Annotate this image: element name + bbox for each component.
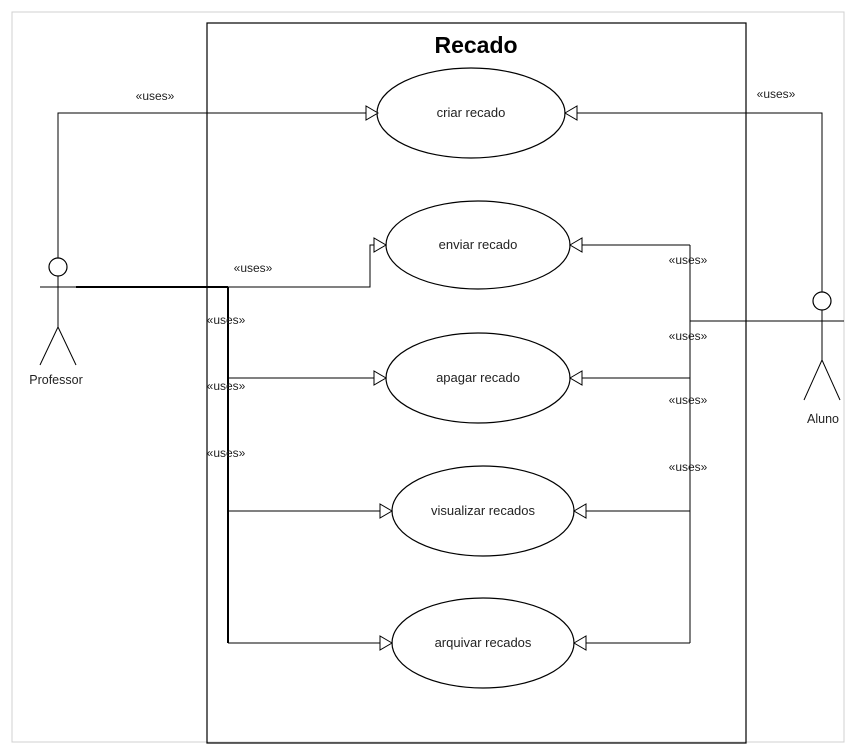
use-case-label: apagar recado <box>436 370 520 385</box>
arrowhead-icon <box>573 635 587 651</box>
relation-label: «uses» <box>207 379 246 393</box>
relation-label: «uses» <box>669 253 708 267</box>
relation-label: «uses» <box>207 313 246 327</box>
actor-head-icon <box>812 291 832 311</box>
relation-label: «uses» <box>136 89 175 103</box>
actor-head-icon <box>48 257 68 277</box>
arrowhead-icon <box>379 635 393 651</box>
relation-label: «uses» <box>234 261 273 275</box>
use-case-apagar-recado[interactable]: apagar recado <box>385 332 571 424</box>
arrowhead-icon <box>365 105 379 121</box>
relation-label: «uses» <box>669 460 708 474</box>
system-boundary <box>206 22 747 744</box>
arrowhead-icon <box>564 105 578 121</box>
use-case-label: arquivar recados <box>435 635 532 650</box>
arrowhead-icon <box>373 370 387 386</box>
actor-label: Aluno <box>807 412 839 426</box>
use-case-criar-recado[interactable]: criar recado <box>376 67 566 159</box>
arrowhead-icon <box>373 237 387 253</box>
professor-connectors <box>57 105 393 651</box>
actor-aluno[interactable]: Aluno <box>803 291 844 426</box>
actor-label: Professor <box>29 373 83 387</box>
aluno-connectors <box>564 105 823 651</box>
relation-label: «uses» <box>757 87 796 101</box>
relation-label: «uses» <box>669 393 708 407</box>
arrowhead-icon <box>569 237 583 253</box>
use-case-label: enviar recado <box>439 237 518 252</box>
actor-professor[interactable]: Professor <box>29 257 83 387</box>
arrowhead-icon <box>573 503 587 519</box>
relation-label: «uses» <box>669 329 708 343</box>
relation-label: «uses» <box>207 446 246 460</box>
use-case-label: criar recado <box>437 105 506 120</box>
use-case-label: visualizar recados <box>431 503 536 518</box>
system-title: Recado <box>434 32 517 58</box>
arrowhead-icon <box>379 503 393 519</box>
use-case-arquivar-recados[interactable]: arquivar recados <box>391 597 575 689</box>
use-case-visualizar-recados[interactable]: visualizar recados <box>391 465 575 557</box>
use-case-enviar-recado[interactable]: enviar recado <box>385 200 571 290</box>
arrowhead-icon <box>569 370 583 386</box>
